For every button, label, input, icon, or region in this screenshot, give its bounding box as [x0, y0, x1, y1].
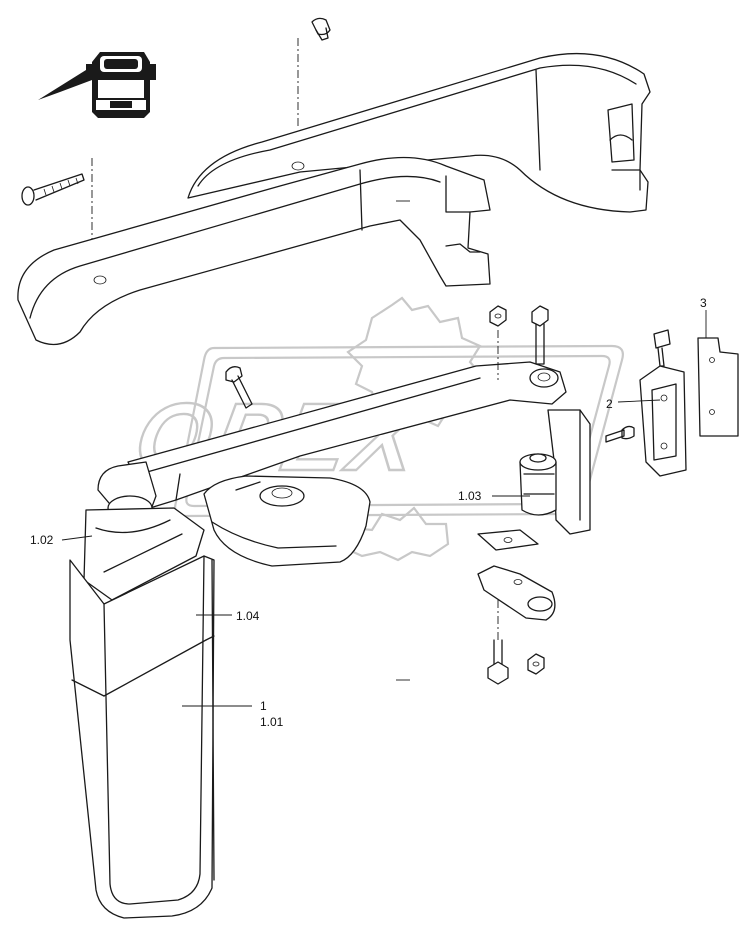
- top-rivet: [311, 17, 331, 41]
- mirror-arm-bracket: [127, 361, 567, 509]
- callout-1-02: 1.02: [30, 533, 54, 547]
- callout-1-01: 1.01: [260, 715, 284, 729]
- clamp-bracket: [477, 565, 556, 621]
- spacer-plate: [477, 529, 539, 551]
- callout-1-04: 1.04: [236, 609, 260, 623]
- bottom-nut: [527, 653, 545, 675]
- callout-2: 2: [606, 397, 613, 411]
- callout-1-03: 1.03: [458, 489, 482, 503]
- small-screw-item-2: [605, 425, 635, 443]
- long-screw: [21, 173, 85, 206]
- mounting-arm-lower: [17, 156, 491, 346]
- mirror-base-plate: [203, 475, 371, 567]
- mirror-pivot-joint: [83, 461, 205, 601]
- leader-2: [617, 399, 661, 403]
- callout-labels: 3 2 1.03 1.02 1.04 1 1.01: [30, 296, 707, 729]
- callout-leaders: [61, 310, 707, 707]
- switch-bracket-item-2: [639, 365, 687, 477]
- pivot-cylinder: [519, 453, 557, 516]
- vehicle-orientation-icon: [38, 52, 156, 118]
- callout-3: 3: [700, 296, 707, 310]
- mirror-housing: [69, 555, 215, 919]
- bottom-bolt: [487, 639, 509, 685]
- gasket-plate-item-3: [697, 337, 739, 437]
- leader-1-02: [61, 535, 93, 541]
- arm-bolt: [225, 366, 253, 409]
- connector-plug: [653, 329, 671, 367]
- mounting-arm-upper: [187, 52, 651, 213]
- top-bolt: [531, 305, 549, 365]
- callout-1: 1: [260, 699, 267, 713]
- top-nut: [489, 305, 507, 327]
